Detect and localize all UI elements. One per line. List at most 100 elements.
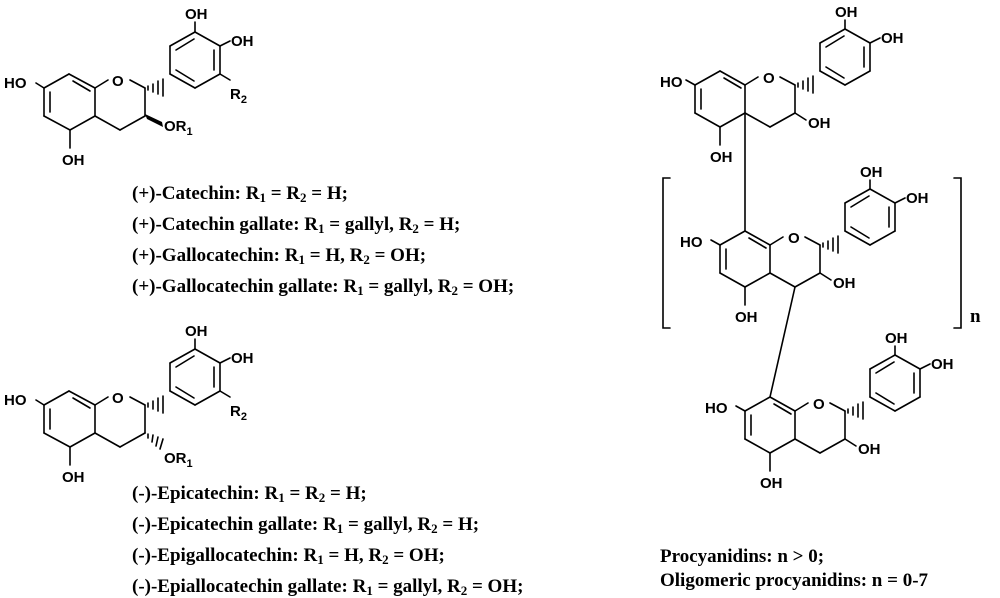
- atom-label: OH: [860, 164, 883, 181]
- atom-label: OH: [858, 441, 881, 458]
- r-symbol: R: [305, 483, 319, 504]
- r-subscript: 2: [382, 552, 389, 567]
- compound-caption: (-)-Epicatechin: R1 = R2 = H;: [132, 483, 367, 505]
- compound-caption: (-)-Epigallocatechin: R1 = H, R2 = OH;: [132, 545, 445, 567]
- equals: =: [265, 183, 287, 204]
- r-symbol: R: [303, 545, 318, 566]
- atom-label: OH: [62, 469, 85, 486]
- atom-label: O: [788, 230, 800, 247]
- atom-label: HO: [660, 74, 683, 91]
- r1-value: = H,: [305, 245, 350, 266]
- r2-value: = H;: [306, 183, 348, 204]
- r-symbol: R: [368, 545, 383, 566]
- r-symbol: R: [264, 483, 279, 504]
- r-subscript: 1: [336, 521, 344, 536]
- compound-name: (-)-Epigallocatechin:: [132, 545, 304, 566]
- atom-label: OH: [833, 275, 856, 292]
- r2-value: = H;: [418, 214, 461, 235]
- r1-value: = gallyl,: [324, 214, 399, 235]
- atom-label: OH: [735, 309, 758, 326]
- atom-label: O: [763, 70, 775, 87]
- compound-caption: (-)-Epicatechin gallate: R1 = gallyl, R2…: [132, 514, 480, 536]
- atom-label: OH: [710, 149, 733, 166]
- compound-name: (-)-Epiallocatechin gallate:: [132, 576, 353, 597]
- r-symbol: R: [284, 245, 299, 266]
- atom-label: OH: [906, 190, 929, 207]
- epicatechin-structure: HO O OH OH OH R2 OR1: [4, 323, 254, 486]
- atom-label: OH: [885, 330, 908, 347]
- r-subscript: 2: [300, 190, 307, 205]
- compound-name: (-)-Epicatechin:: [132, 483, 265, 504]
- r-symbol: R: [352, 576, 367, 597]
- compound-caption: (-)-Epiallocatechin gallate: R1 = gallyl…: [132, 576, 524, 598]
- compound-caption: (+)-Catechin gallate: R1 = gallyl, R2 = …: [132, 214, 461, 236]
- r-subscript: 2: [363, 252, 370, 267]
- atom-label: HO: [4, 392, 27, 409]
- atom-label: O: [112, 73, 124, 90]
- atom-label: OH: [231, 350, 254, 367]
- catechin-structure: HO O OH OH OH R2 OR1: [4, 6, 254, 169]
- r-subscript: 2: [431, 521, 438, 536]
- r-subscript: 1: [357, 283, 364, 298]
- r-subscript: 1: [366, 583, 373, 598]
- r-subscript: 1: [318, 221, 325, 236]
- repeat-index-n: n: [970, 306, 981, 327]
- r-subscript: 2: [460, 583, 468, 598]
- r-subscript: 1: [317, 552, 324, 567]
- compound-name: (+)-Catechin gallate:: [132, 214, 305, 235]
- atom-label: OH: [760, 475, 783, 492]
- atom-label: HO: [680, 234, 703, 251]
- r-subscript: 1: [298, 252, 306, 267]
- compound-caption: (+)-Catechin: R1 = R2 = H;: [132, 183, 348, 205]
- r-subscript: 2: [412, 221, 419, 236]
- r-subscript: 1: [259, 190, 266, 205]
- atom-label: OH: [62, 152, 85, 169]
- r-symbol: R: [437, 276, 452, 297]
- atom-label: OH: [185, 323, 208, 340]
- r1-value: = gallyl,: [343, 514, 418, 535]
- atom-label: R2: [230, 86, 247, 106]
- compound-name: (-)-Epicatechin gallate:: [132, 514, 324, 535]
- r2-value: = H;: [325, 483, 367, 504]
- atom-label: HO: [4, 75, 27, 92]
- r-symbol: R: [398, 214, 413, 235]
- compound-name: (+)-Gallocatechin:: [132, 245, 285, 266]
- equals: =: [284, 483, 306, 504]
- atom-label: OR1: [164, 118, 193, 138]
- procyanidin-caption-line-1: Procyanidins: n > 0;: [660, 546, 825, 567]
- atom-label: O: [112, 390, 124, 407]
- atom-label: OH: [835, 4, 858, 21]
- r-subscript: 2: [451, 283, 458, 298]
- r1-value: = gallyl,: [372, 576, 447, 597]
- r2-value: = OH;: [388, 545, 445, 566]
- r2-value: = H;: [437, 514, 480, 535]
- r2-value: = OH;: [369, 245, 427, 266]
- atom-label: OR1: [164, 450, 193, 470]
- r-symbol: R: [286, 183, 301, 204]
- r2-value: = OH;: [457, 276, 515, 297]
- r2-value: = OH;: [467, 576, 524, 597]
- r-symbol: R: [343, 276, 358, 297]
- atom-label: OH: [808, 115, 831, 132]
- r-symbol: R: [323, 514, 337, 535]
- r1-value: = gallyl,: [363, 276, 438, 297]
- compound-caption: (+)-Gallocatechin gallate: R1 = gallyl, …: [132, 276, 515, 298]
- procyanidin-structure: HO O OH OH OH OH HO O OH OH OH OH HO O O…: [660, 4, 981, 492]
- atom-label: R2: [230, 403, 247, 423]
- atom-label: OH: [881, 30, 904, 47]
- r-subscript: 1: [278, 490, 285, 505]
- compound-name: (+)-Catechin:: [132, 183, 246, 204]
- atom-label: OH: [931, 356, 954, 373]
- atom-label: HO: [705, 400, 728, 417]
- atom-label: O: [813, 396, 825, 413]
- r-symbol: R: [417, 514, 432, 535]
- r-symbol: R: [446, 576, 461, 597]
- r-symbol: R: [245, 183, 260, 204]
- r-subscript: 2: [318, 490, 326, 505]
- oligomeric-procyanidin-caption-line-2: Oligomeric procyanidins: n = 0-7: [660, 570, 929, 591]
- r1-value: = H,: [323, 545, 369, 566]
- r-symbol: R: [304, 214, 319, 235]
- compound-caption: (+)-Gallocatechin: R1 = H, R2 = OH;: [132, 245, 427, 267]
- atom-label: OH: [231, 33, 254, 50]
